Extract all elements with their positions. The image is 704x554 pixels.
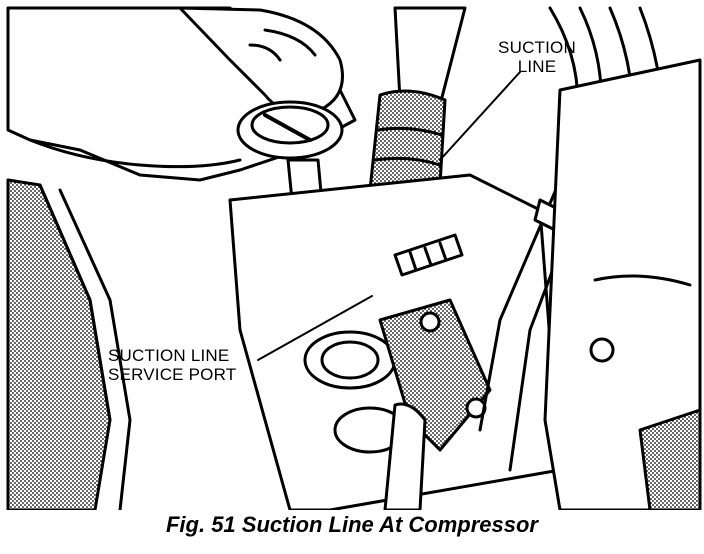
service-port-label-line2: SERVICE PORT — [108, 365, 237, 384]
service-port-leader — [257, 295, 373, 361]
figure-caption: Fig. 51 Suction Line At Compressor — [165, 512, 538, 537]
suction-line-label-line1: SUCTION — [498, 38, 576, 57]
service-port-label-line1: SUCTION LINE — [108, 346, 230, 365]
compressor-illustration — [6, 6, 702, 510]
suction-line-leader — [439, 71, 521, 161]
discharge-tube — [383, 402, 427, 510]
suction-line-label: SUCTION LINE — [482, 38, 592, 76]
suction-line-label-line2: LINE — [517, 57, 557, 76]
service-port-label: SUCTION LINE SERVICE PORT — [108, 346, 268, 384]
engine-block-right — [543, 58, 702, 510]
